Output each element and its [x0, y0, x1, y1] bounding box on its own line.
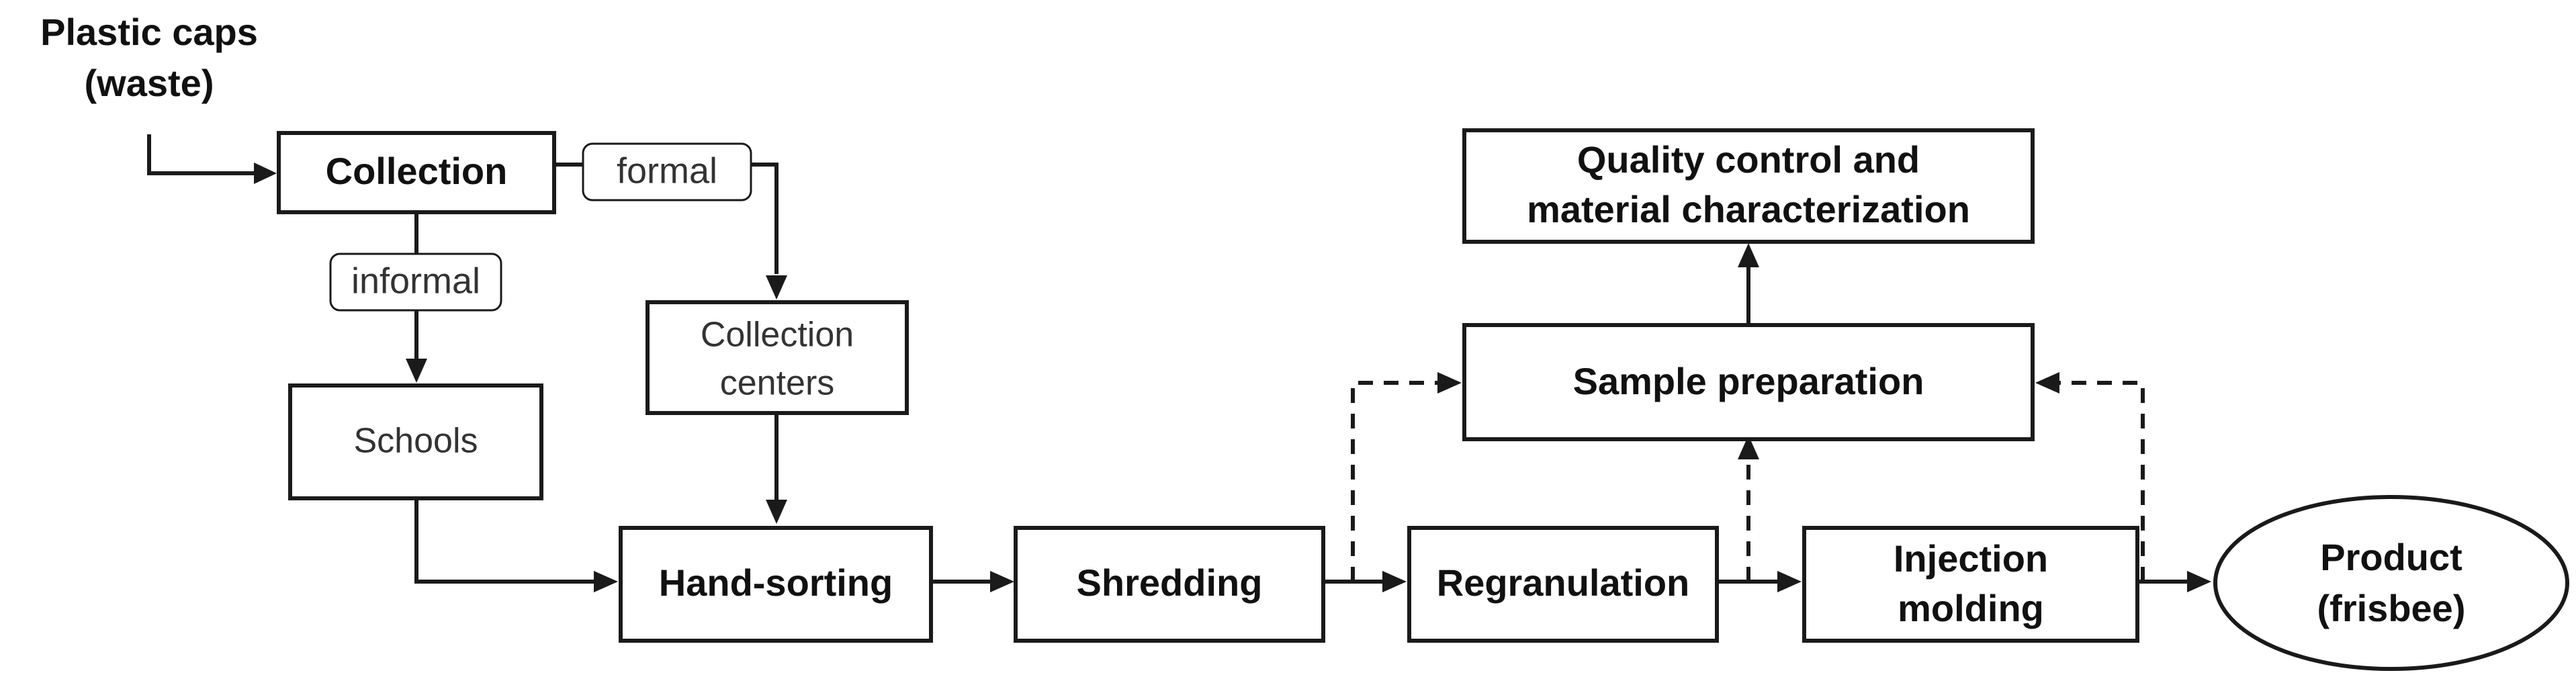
shredding-label: Shredding: [1077, 561, 1263, 604]
source-label-line2: (waste): [85, 62, 214, 104]
arrowhead-icon: [766, 275, 787, 300]
collection-node: Collection: [277, 131, 556, 214]
dashed-arrow-shredding-to-sample: [1351, 381, 1437, 582]
arrowhead-icon: [2187, 571, 2211, 592]
arrowhead-icon: [594, 571, 618, 592]
regranulation-node: Regranulation: [1407, 526, 1719, 643]
injection-molding-line1: Injection: [1894, 537, 2048, 580]
hand-sorting-label: Hand-sorting: [659, 561, 893, 604]
quality-control-line1: Quality control and: [1577, 138, 1920, 181]
informal-tag: informal: [329, 253, 502, 312]
source-label-line1: Plastic caps: [40, 11, 258, 53]
arrowhead-icon: [1777, 571, 1802, 592]
arrowhead-icon: [1437, 372, 1462, 394]
product-line1: Product: [2320, 536, 2462, 578]
informal-label: informal: [351, 261, 480, 301]
arrowhead-icon: [990, 571, 1014, 592]
sample-preparation-label: Sample preparation: [1573, 360, 1924, 402]
regranulation-label: Regranulation: [1437, 561, 1689, 604]
arrowhead-icon: [406, 359, 427, 383]
formal-label: formal: [617, 150, 717, 191]
collection-centers-node: Collection centers: [646, 300, 909, 415]
arrow-source-to-collection: [147, 134, 257, 175]
formal-tag: formal: [582, 142, 752, 201]
dashed-connectors: [1351, 372, 2145, 582]
collection-label: Collection: [326, 150, 508, 192]
shredding-node: Shredding: [1014, 526, 1325, 643]
arrowhead-icon: [1382, 571, 1407, 592]
arrowhead-icon: [766, 500, 787, 524]
schools-node: Schools: [288, 383, 543, 500]
arrowhead-icon: [1738, 243, 1759, 267]
product-node: Product (frisbee): [2213, 495, 2569, 671]
schools-label: Schools: [354, 422, 478, 461]
collection-centers-line2: centers: [720, 364, 835, 403]
arrowhead-icon: [254, 163, 277, 184]
source-label: Plastic caps (waste): [40, 11, 258, 104]
quality-control-node: Quality control and material characteriz…: [1462, 128, 2035, 244]
injection-molding-node: Injection molding: [1802, 526, 2139, 643]
hand-sorting-node: Hand-sorting: [619, 526, 933, 643]
sample-preparation-node: Sample preparation: [1462, 323, 2035, 441]
quality-control-line2: material characterization: [1527, 188, 1970, 230]
collection-centers-line1: Collection: [701, 316, 854, 355]
injection-molding-line2: molding: [1898, 587, 2044, 629]
arrow-schools-to-handsorting: [414, 498, 594, 584]
arrowhead-icon: [2035, 372, 2059, 394]
arrowhead-icon: [1738, 435, 1759, 459]
product-line2: (frisbee): [2317, 587, 2466, 629]
